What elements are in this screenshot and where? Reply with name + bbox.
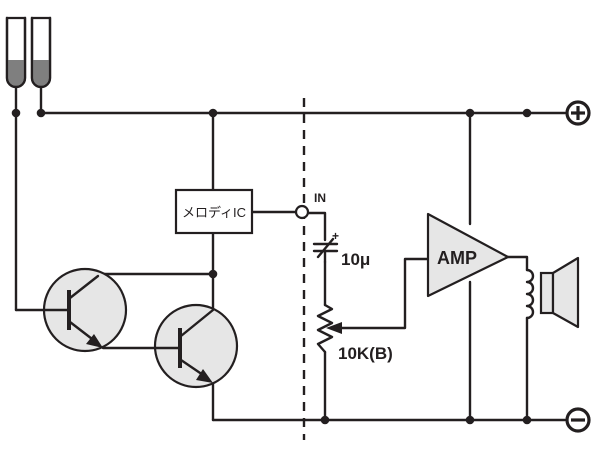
speaker-icon: [525, 256, 580, 329]
input-terminal: IN: [294, 191, 326, 220]
capacitor-polarity: +: [332, 229, 339, 243]
melody-ic-label: メロディIC: [182, 205, 246, 220]
melody-ic: メロディIC: [174, 188, 254, 235]
negative-terminal: −: [565, 407, 591, 433]
amplifier-icon: AMP: [426, 212, 510, 298]
wiring: [14, 85, 567, 422]
touch-electrode-icon: [30, 16, 52, 89]
npn-transistor-icon: [153, 303, 239, 389]
potentiometer-icon: 10K(B): [316, 303, 393, 363]
junction-dots: [11, 108, 532, 425]
positive-terminal: +: [565, 100, 591, 126]
touch-electrode-icon: [5, 16, 27, 89]
potentiometer-value: 10K(B): [338, 344, 393, 363]
capacitor-value: 10μ: [341, 250, 370, 269]
amplifier-label: AMP: [437, 248, 477, 268]
npn-transistor-icon: [42, 267, 128, 353]
input-label: IN: [314, 191, 326, 205]
capacitor-icon: + 10μ: [312, 229, 370, 269]
